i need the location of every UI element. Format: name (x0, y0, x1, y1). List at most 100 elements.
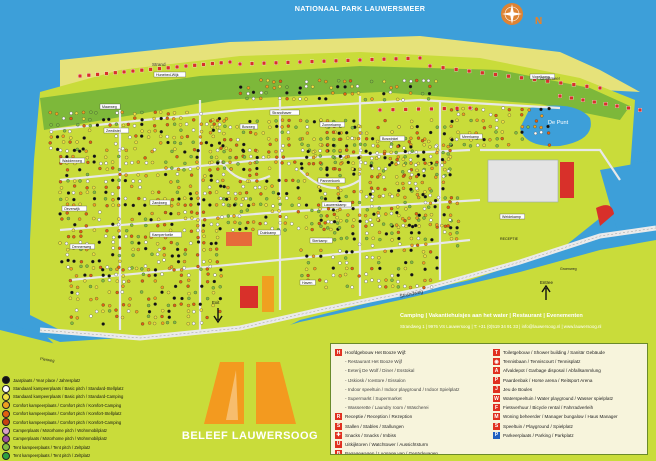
pitch-1067 (414, 163, 418, 167)
pitch-142 (228, 155, 232, 160)
pitch-200 (73, 179, 77, 183)
pitch-276 (111, 203, 115, 207)
pitch-645 (242, 155, 247, 159)
pitch-173 (164, 166, 168, 170)
pitch-104 (81, 147, 85, 151)
pitch-279 (131, 203, 135, 208)
chalet-45 (571, 82, 576, 87)
pitch-947 (365, 208, 369, 212)
pitch-1231 (331, 266, 335, 270)
chalet-23 (298, 60, 302, 64)
pitch-803 (337, 131, 341, 135)
pitch-787 (429, 118, 434, 122)
pitch-666 (307, 162, 311, 166)
pitch-983 (337, 226, 342, 230)
svg-text:Lauwerskamp: Lauwerskamp (324, 203, 346, 207)
pitch-911 (339, 188, 343, 193)
area-label-maarweg: Maarweg (99, 103, 121, 110)
pitch-507 (153, 296, 157, 300)
pitch-693 (219, 184, 223, 188)
pitch-1296 (278, 84, 282, 89)
pitch-882 (442, 160, 447, 164)
pitch-540 (69, 315, 73, 319)
pitch-988 (404, 224, 408, 228)
pitch-171 (111, 166, 115, 170)
pitch-242 (188, 192, 193, 196)
pitch-899 (338, 173, 342, 178)
pitch-1138 (446, 224, 450, 228)
pitch-627 (208, 149, 213, 154)
pitch-591 (222, 131, 226, 136)
pitch-1266 (384, 285, 388, 289)
pitch-1254 (364, 279, 368, 284)
pitch-942 (318, 207, 322, 211)
pitch-1269 (403, 284, 407, 288)
pitch-1237 (403, 266, 408, 271)
chalet-21 (274, 60, 278, 65)
pitch-949 (389, 206, 394, 211)
pitch-816 (356, 136, 361, 141)
pitch-714 (277, 196, 281, 200)
pitch-136 (117, 154, 121, 159)
pitch-1267 (391, 284, 395, 288)
pitch-23 (133, 116, 137, 120)
pitch-762 (323, 221, 327, 225)
pitch-1327 (251, 96, 256, 101)
pitch-385 (136, 247, 140, 252)
pitch-470 (115, 279, 119, 283)
pitch-56 (62, 129, 67, 133)
pitch-770 (270, 226, 274, 231)
pitch-910 (318, 189, 322, 193)
pitch-186 (124, 173, 128, 177)
pitch-1154 (494, 113, 498, 118)
pitch-781 (319, 118, 323, 122)
pitch-690 (302, 179, 307, 183)
pitch-168 (78, 168, 82, 172)
pitch-48 (172, 122, 177, 126)
pitch-544 (120, 315, 125, 320)
pitch-165 (248, 161, 252, 165)
pitch-758 (283, 221, 287, 225)
pitch-304 (195, 211, 199, 215)
pitch-legend-item: Tent kampeerplaats / Tent pitch / Zeltpl… (2, 443, 182, 452)
pitch-1242 (331, 273, 336, 277)
pitch-962 (417, 213, 421, 217)
pitch-772 (283, 228, 287, 232)
pitch-1121 (368, 218, 373, 222)
pitch-483 (121, 284, 125, 288)
pitch-1281 (337, 79, 341, 83)
pitch-376 (209, 241, 213, 246)
pitch-24 (140, 118, 144, 122)
pitch-36 (76, 123, 80, 127)
pitch-375 (202, 241, 206, 245)
pitch-1318 (343, 92, 347, 96)
pitch-660 (236, 162, 240, 166)
pitch-491 (75, 291, 80, 296)
pitch-190 (163, 172, 168, 177)
pitch-legend-label: Tent kampeerplaats / Tent pitch / Zeltpl… (13, 453, 91, 459)
pitch-234 (79, 191, 83, 195)
pitch-400 (155, 252, 160, 256)
pitch-178 (196, 166, 200, 170)
pitch-672 (359, 160, 363, 164)
pitch-1297 (285, 85, 289, 89)
pitch-753 (246, 220, 250, 225)
area-label-waddenweg: Waddenweg (59, 157, 85, 164)
pitch-301 (176, 211, 181, 216)
pitch-1083 (415, 174, 419, 179)
pitch-legend-label: Standaard kampeerplaats / Basic pitch / … (13, 386, 124, 392)
area-label-meerkamp: Meerkamp (459, 133, 483, 140)
pitch-432 (196, 264, 200, 269)
pitch-873 (369, 161, 374, 165)
pitch-type-dot-icon (2, 384, 10, 393)
svg-text:Zeedistel: Zeedistel (106, 129, 121, 133)
pitch-439 (127, 266, 132, 271)
pitch-985 (364, 224, 368, 228)
pitch-292 (246, 203, 251, 208)
pitch-96 (178, 141, 183, 146)
pitch-679 (319, 167, 323, 171)
pitch-736 (277, 209, 281, 213)
pitch-206 (123, 178, 128, 183)
pitch-603 (222, 138, 227, 142)
